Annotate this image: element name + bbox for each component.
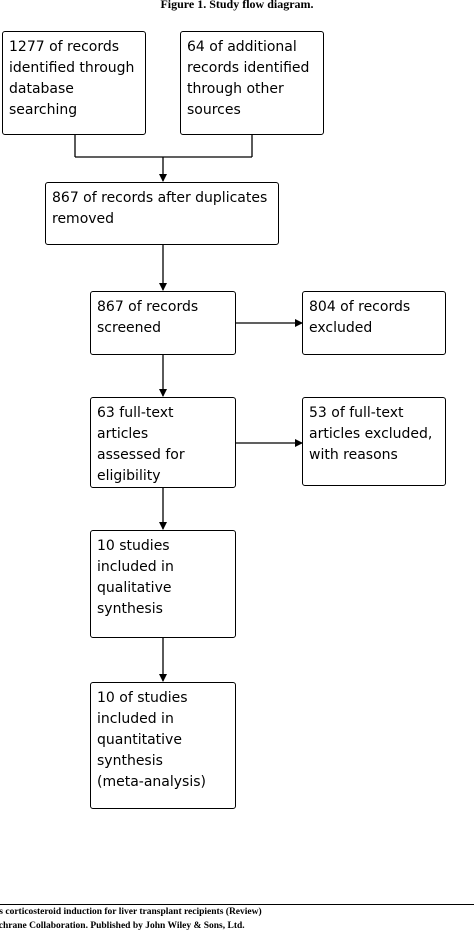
box-records-database: 1277 of records identified through datab… — [2, 31, 146, 135]
box-fulltext-excluded: 53 of full-text articles excluded, with … — [302, 397, 446, 486]
footer-citation-title: us corticosteroid induction for liver tr… — [0, 907, 262, 917]
footer-copyright: ochrane Collaboration. Published by John… — [0, 921, 245, 931]
box-quantitative-synthesis: 10 of studies included in quantitative s… — [90, 682, 236, 809]
box-after-duplicates: 867 of records after duplicates removed — [45, 182, 279, 245]
figure-title: Figure 1. Study flow diagram. — [160, 0, 314, 11]
footer-divider — [0, 904, 474, 905]
box-fulltext-assessed: 63 full-text articles assessed for eligi… — [90, 397, 236, 488]
box-records-screened: 867 of records screened — [90, 291, 236, 355]
box-records-other-sources: 64 of additional records identified thro… — [180, 31, 324, 135]
box-records-excluded: 804 of records excluded — [302, 291, 446, 355]
box-qualitative-synthesis: 10 studies included in qualitative synth… — [90, 530, 236, 638]
